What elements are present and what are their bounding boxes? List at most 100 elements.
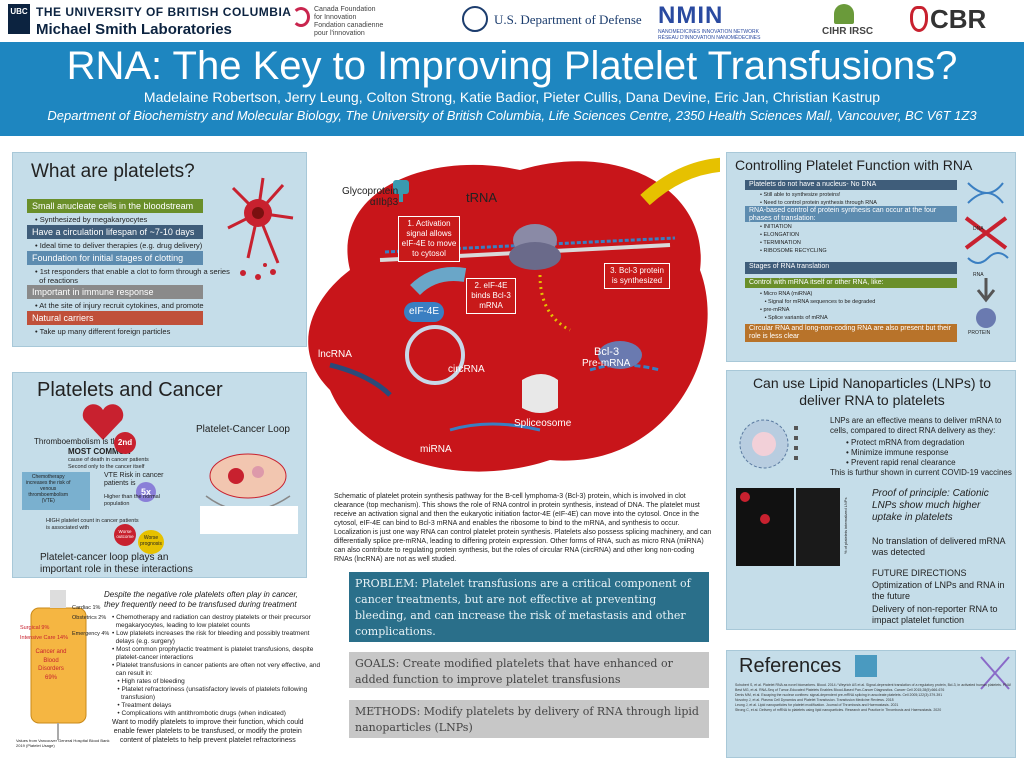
reference-entry: Best MG, et al. RNA-Seq of Tumor-Educate… [735,688,945,692]
fivex-badge: 5x [136,482,156,502]
ubc-name: THE UNIVERSITY OF BRITISH COLUMBIA [36,5,292,19]
proof-text: Proof of principle: Cationic LNPs show m… [872,488,989,523]
bag-label-emergency: Emergency 4% [72,631,110,637]
control-row: Control with mRNA itself or other RNA, l… [745,278,957,288]
cbr-drop-icon [910,6,928,32]
dna-helix-icon [980,656,1010,690]
thrombo-line2: MOST COMMON [68,447,131,456]
goals-box: GOALS: Create modified platelets that ha… [349,652,709,688]
future-item-1: Optimization of LNPs and RNA in the futu… [872,580,1005,601]
control-title: Controlling Platelet Function with RNA [735,157,973,173]
reference-entry: Schubert S, et al. Platelet RNA as novel… [735,683,1011,687]
microscopy-cell-2 [760,514,770,524]
lncrna-label: lncRNA [318,349,352,360]
transfusion-bullet: • High rates of bleeding [112,678,185,685]
logo-strip: UBC THE UNIVERSITY OF BRITISH COLUMBIA M… [0,0,1024,42]
nmin-logo: NMIN [658,2,724,29]
control-sub-item: • Need to control protein synthesis thro… [760,200,877,206]
problem-box: PROBLEM: Platelet transfusions are a cri… [349,572,709,642]
cihr-logo-text: CIHR IRSC [822,26,874,37]
megakaryocyte-illustration [227,177,294,280]
cfi-logo-text: Canada Foundation for Innovation Fondati… [314,6,384,37]
platelets-panel: What are platelets? Small anucleate cell… [12,152,307,347]
microscopy-cell-1 [740,492,750,502]
schematic-caption: Schematic of platelet protein synthesis … [334,493,712,563]
dod-seal-icon [462,6,488,32]
rna-label: RNA [973,272,984,278]
reference-entry: Denis MM, et al. Escaping the nuclear co… [735,693,943,697]
bag-label-surgical: Surgical 9% [20,625,50,631]
loop-summary: Platelet-cancer loop plays an important … [40,552,193,575]
platelet-item-detail: • Ideal time to deliver therapies (e.g. … [35,241,203,250]
control-row: RNA-based control of protein synthesis c… [745,206,957,222]
trna-label: tRNA [466,190,498,205]
no-translation-text: No translation of delivered mRNA was det… [872,536,1006,557]
control-row: Platelets do not have a nucleus- No DNA [745,180,957,190]
transfusion-bullet: • Platelet refractoriness (unsatisfactor… [117,686,308,701]
lnp-illustration [739,419,798,469]
second-badge: 2nd [114,432,136,454]
lnp-point-3: • Prevent rapid renal clearance [846,458,956,467]
cfi-logo-icon [292,7,310,27]
references-logo-icon [855,655,877,677]
lnp-point-1: • Protect mRNA from degradation [846,438,965,447]
lnp-point-2: • Minimize immune response [846,448,949,457]
poster-header: RNA: The Key to Improving Platelet Trans… [0,42,1024,136]
transfusion-bullet: • Platelet transfusions in cancer patien… [112,662,321,677]
thrombo-line1: Thromboembolism is the [34,437,122,446]
platelet-item-bar: Small anucleate cells in the bloodstream [27,199,203,213]
reference-entry: Novotny J, et al. Plasma Cell Dynamics a… [735,698,894,702]
platelet-item-detail: • Take up many different foreign particl… [35,327,171,336]
platelets-title: What are platelets? [31,161,195,182]
blood-bag-illustration [30,590,87,740]
mirna-label: miRNA [420,444,452,455]
spliceosome-label: Spliceosome [514,418,572,429]
dna-label: DNA [973,226,984,232]
glycoprotein-label: Glycoprotein αIIbβ3 [342,186,399,208]
platelet-item-detail: • Synthesized by megakaryocytes [35,215,148,224]
loop-title: Platelet-Cancer Loop [196,424,290,435]
lnp-title: Can use Lipid Nanoparticles (LNPs) to de… [752,375,992,408]
platelet-item-bar: Important in immune response [27,285,203,299]
references-panel: References Schubert S, et al. Platelet R… [726,650,1016,758]
control-row: Circular RNA and long-non-coding RNA are… [745,324,957,342]
vte-text2: Higher than the normal population [104,494,160,507]
dna-rna-protein-diagram [964,182,1009,328]
nmin-subtitle: NANOMEDICINES INNOVATION NETWORK RÉSEAU … [658,29,761,41]
platelet-item-bar: Foundation for initial stages of clottin… [27,251,203,265]
chart-ylabel: % of platelets internalized LNPs [843,497,848,554]
control-sub-item: • Micro RNA (miRNA) [760,291,813,297]
eif4e-icon: eIF-4E [404,302,444,322]
protein-label: PROTEIN [968,330,991,336]
vte-text: VTE Risk in cancer patients is [104,472,164,487]
methods-box: METHODS: Modify platelets by delivery of… [349,700,709,738]
glycoprotein-icon [393,180,409,202]
step2-box: 2. eIF-4E binds Bcl-3 mRNA [466,278,516,314]
bag-label-cardiac: Cardiac 1% [72,605,101,611]
poster-title: RNA: The Key to Improving Platelet Trans… [66,44,958,88]
lnp-further: This is furthur shown in current COVID-1… [830,468,1012,477]
worse-outcome-badge: Worse outcome [114,524,136,546]
step3-box: 3. Bcl-3 protein is synthesized [604,263,670,289]
cancer-title: Platelets and Cancer [37,379,223,401]
transfusion-bullet: • Most common prophylactic treatment is … [112,646,314,661]
reference-entry: Strong C, et al. Delivery of mRNA to pla… [735,708,942,712]
platelet-item-bar: Have a circulation lifespan of ~7-10 day… [27,225,203,239]
high-count-text: HIGH platelet count in cancer patients i… [46,518,139,531]
ubc-lab-name: Michael Smith Laboratories [36,21,232,38]
transfusion-bullet: • Treatment delays [112,702,172,709]
transfusion-bullet: • Chemotherapy and radiation can destroy… [112,614,311,629]
transfusion-bullet: • Low platelets increases the risk for b… [112,630,310,645]
control-sub-item: • Still able to synthesize proteins! [760,192,841,198]
circrna-label: circRNA [448,364,485,375]
step1-box: 1. Activation signal allows eIF-4E to mo… [398,216,460,262]
references-title: References [739,655,842,677]
bag-label-cancer: Cancer and Blood Disorders 69% [35,649,67,681]
bag-label-obstetrics: Obstetrics 2% [72,615,107,621]
lnp-intro: LNPs are an effective means to deliver m… [830,416,1002,435]
cihr-tree-icon [834,4,854,24]
want-text: Want to modify platelets to improve thei… [112,719,304,744]
control-sub-item: • ELONGATION [760,232,800,238]
bag-caption: Values from Vancouver General Hospital B… [16,738,110,748]
control-row: Stages of RNA translation [745,262,957,274]
